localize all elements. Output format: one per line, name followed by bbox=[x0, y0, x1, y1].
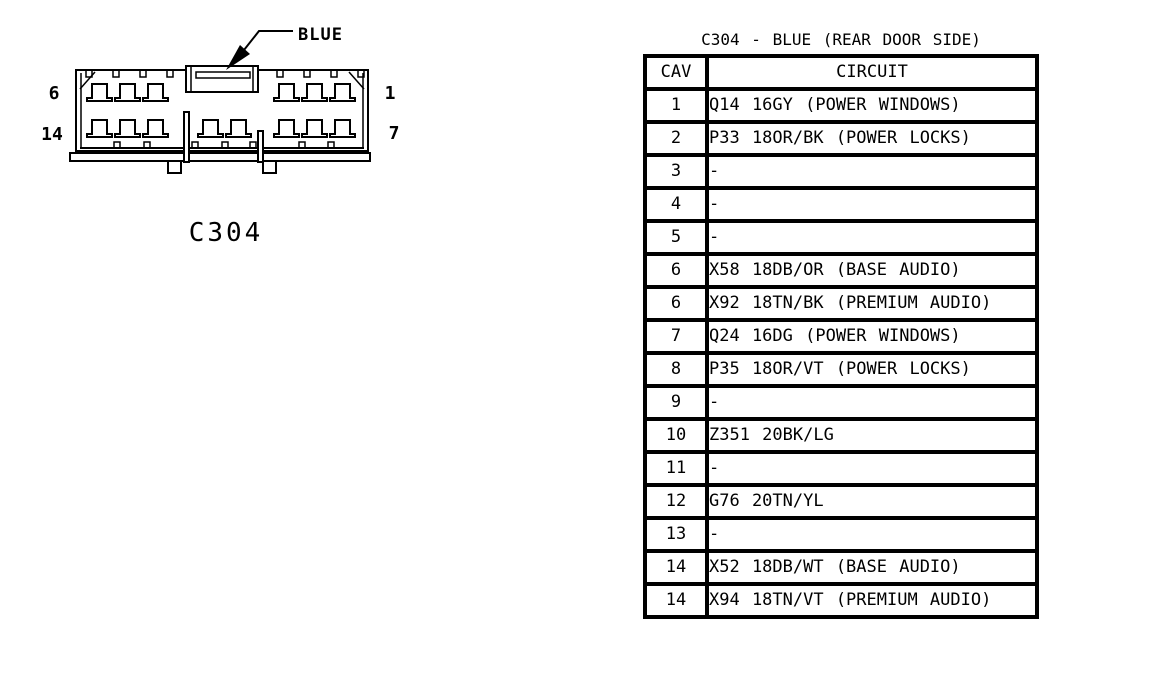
pin bbox=[142, 83, 169, 102]
pin bbox=[142, 119, 169, 138]
pinout-table-body: 1 Q14 16GY (POWER WINDOWS) 2 P33 18OR/BK… bbox=[643, 87, 1039, 619]
col-header-circuit: CIRCUIT bbox=[705, 54, 1039, 91]
circuit-cell: X94 18TN/VT (PREMIUM AUDIO) bbox=[705, 582, 1039, 619]
table-row: 13 - bbox=[643, 516, 1039, 553]
circuit-cell: X52 18DB/WT (BASE AUDIO) bbox=[705, 549, 1039, 586]
cav-cell: 10 bbox=[643, 417, 709, 454]
circuit-cell: - bbox=[705, 219, 1039, 256]
cav-cell: 4 bbox=[643, 186, 709, 223]
cav-cell: 3 bbox=[643, 153, 709, 190]
connector-bottom-strip bbox=[69, 152, 371, 174]
connector-color-label: BLUE bbox=[298, 25, 343, 45]
circuit-cell: - bbox=[705, 186, 1039, 223]
pin bbox=[273, 83, 300, 102]
connector-diagram-section: BLUE 6 14 1 7 C304 bbox=[0, 0, 430, 270]
table-row: 12 G76 20TN/YL bbox=[643, 483, 1039, 520]
pin bbox=[301, 119, 328, 138]
cav-cell: 2 bbox=[643, 120, 709, 157]
cav-cell: 11 bbox=[643, 450, 709, 487]
pin bbox=[273, 119, 300, 138]
cav-cell: 7 bbox=[643, 318, 709, 355]
table-row: 5 - bbox=[643, 219, 1039, 256]
cav-cell: 1 bbox=[643, 87, 709, 124]
pin-label-14: 14 bbox=[41, 124, 63, 145]
circuit-cell: G76 20TN/YL bbox=[705, 483, 1039, 520]
table-row: 11 - bbox=[643, 450, 1039, 487]
pin bbox=[329, 83, 356, 102]
table-row: 3 - bbox=[643, 153, 1039, 190]
pinout-table: CAV CIRCUIT 1 Q14 16GY (POWER WINDOWS) 2… bbox=[643, 54, 1039, 619]
pin bbox=[114, 119, 141, 138]
pinout-table-section: C304 - BLUE (REAR DOOR SIDE) CAV CIRCUIT… bbox=[643, 30, 1039, 619]
table-row: 6 X92 18TN/BK (PREMIUM AUDIO) bbox=[643, 285, 1039, 322]
circuit-cell: - bbox=[705, 384, 1039, 421]
pin-label-1: 1 bbox=[385, 83, 396, 104]
connector-body bbox=[75, 69, 369, 152]
circuit-cell: - bbox=[705, 450, 1039, 487]
table-row: 14 X52 18DB/WT (BASE AUDIO) bbox=[643, 549, 1039, 586]
circuit-cell: X58 18DB/OR (BASE AUDIO) bbox=[705, 252, 1039, 289]
table-row: 4 - bbox=[643, 186, 1039, 223]
pin bbox=[114, 83, 141, 102]
cav-cell: 6 bbox=[643, 252, 709, 289]
circuit-cell: - bbox=[705, 153, 1039, 190]
circuit-cell: P33 18OR/BK (POWER LOCKS) bbox=[705, 120, 1039, 157]
table-row: 8 P35 18OR/VT (POWER LOCKS) bbox=[643, 351, 1039, 388]
table-row: 7 Q24 16DG (POWER WINDOWS) bbox=[643, 318, 1039, 355]
table-row: 9 - bbox=[643, 384, 1039, 421]
pin bbox=[301, 83, 328, 102]
cav-cell: 14 bbox=[643, 549, 709, 586]
circuit-cell: P35 18OR/VT (POWER LOCKS) bbox=[705, 351, 1039, 388]
header-row: CAV CIRCUIT bbox=[643, 54, 1039, 91]
connector-caption: C304 bbox=[189, 218, 264, 248]
cav-cell: 14 bbox=[643, 582, 709, 619]
cav-cell: 12 bbox=[643, 483, 709, 520]
table-row: 14 X94 18TN/VT (PREMIUM AUDIO) bbox=[643, 582, 1039, 619]
circuit-cell: - bbox=[705, 516, 1039, 553]
pin bbox=[225, 119, 252, 138]
connector-pins-bottom-row bbox=[86, 119, 356, 138]
pin bbox=[329, 119, 356, 138]
pin bbox=[86, 83, 113, 102]
connector-pins-top-row bbox=[86, 83, 356, 102]
cav-cell: 8 bbox=[643, 351, 709, 388]
table-row: 1 Q14 16GY (POWER WINDOWS) bbox=[643, 87, 1039, 124]
pin bbox=[86, 119, 113, 138]
blue-callout-arrow bbox=[226, 30, 293, 70]
col-header-cav: CAV bbox=[643, 54, 709, 91]
cav-cell: 6 bbox=[643, 285, 709, 322]
pin-label-7: 7 bbox=[389, 123, 400, 144]
connector-ribs bbox=[183, 111, 264, 163]
circuit-cell: Q14 16GY (POWER WINDOWS) bbox=[705, 87, 1039, 124]
circuit-cell: Q24 16DG (POWER WINDOWS) bbox=[705, 318, 1039, 355]
table-row: 10 Z351 20BK/LG bbox=[643, 417, 1039, 454]
table-row: 6 X58 18DB/OR (BASE AUDIO) bbox=[643, 252, 1039, 289]
circuit-cell: Z351 20BK/LG bbox=[705, 417, 1039, 454]
bottom-bumps bbox=[113, 141, 335, 148]
cav-cell: 13 bbox=[643, 516, 709, 553]
cav-cell: 5 bbox=[643, 219, 709, 256]
circuit-cell: X92 18TN/BK (PREMIUM AUDIO) bbox=[705, 285, 1039, 322]
connector-latch bbox=[185, 65, 259, 93]
pin bbox=[197, 119, 224, 138]
top-notches bbox=[85, 71, 365, 78]
cav-cell: 9 bbox=[643, 384, 709, 421]
connector-diagram: BLUE 6 14 1 7 C304 bbox=[41, 25, 400, 248]
table-row: 2 P33 18OR/BK (POWER LOCKS) bbox=[643, 120, 1039, 157]
pin-label-6: 6 bbox=[49, 83, 60, 104]
table-title: C304 - BLUE (REAR DOOR SIDE) bbox=[701, 30, 981, 49]
